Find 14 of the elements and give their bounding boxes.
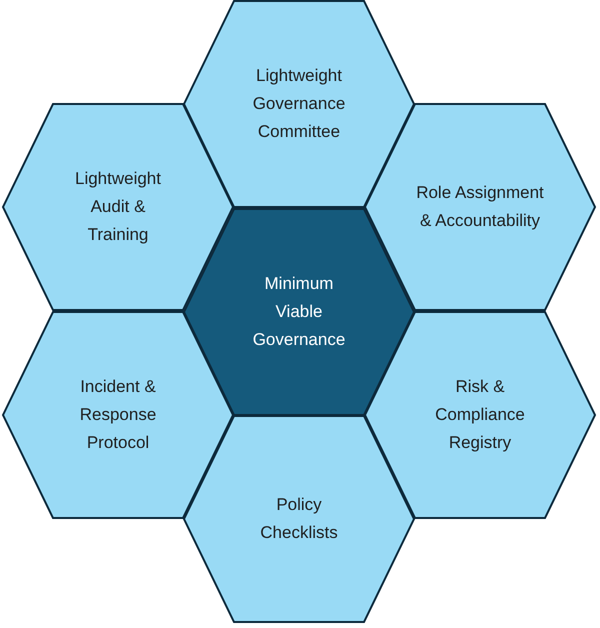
tile-label: Incident & Response Protocol [78, 376, 158, 454]
tile-label: Lightweight Governance Committee [252, 65, 346, 143]
hexagon-tile [183, 0, 415, 208]
hexagon-tile [364, 311, 596, 519]
tile-label: Lightweight Audit & Training [74, 168, 162, 246]
hexagon-tile [2, 103, 234, 311]
hexagon-tile [2, 311, 234, 519]
tile-label: Risk & Compliance Registry [434, 376, 526, 454]
tile-label: Minimum Viable Governance [252, 273, 346, 351]
hexagon-tile [183, 208, 415, 416]
tile-label: Policy Checklists [259, 494, 339, 544]
tile-label: Role Assignment & Accountability [415, 182, 545, 232]
hexagon-tile [364, 103, 596, 311]
hexagon-tile [183, 415, 415, 623]
